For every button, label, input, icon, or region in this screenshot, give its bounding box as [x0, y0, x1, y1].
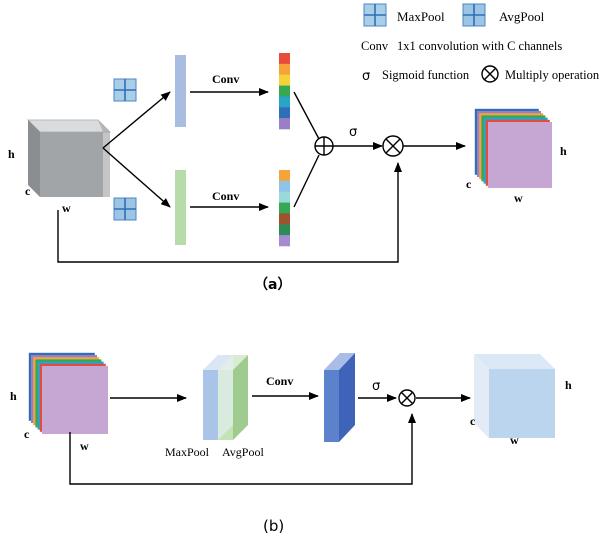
channel-weight-top-segment-7: [279, 118, 290, 130]
channel-weight-bottom-segment-7: [279, 235, 290, 247]
input-dim-w-a: w: [62, 201, 71, 215]
multiply-legend-icon: [481, 65, 499, 83]
output-dim-c-b: c: [470, 414, 476, 428]
skip-connection-a: [57, 162, 402, 263]
line-top-to-add: [293, 91, 320, 140]
caption-a: （a）: [254, 277, 291, 293]
input-dim-w-b: w: [80, 439, 89, 453]
avgpool-legend-icon: [462, 3, 486, 27]
input-dim-h-a: h: [8, 147, 15, 161]
output-stack-a-front-face: [488, 122, 552, 188]
channel-weights-bottom-a: [279, 170, 290, 247]
output-feature-cube-b: [474, 354, 555, 438]
arrow-cube-to-avgpool: [102, 147, 171, 208]
channel-weights-top-a: [279, 53, 290, 130]
multiply-operator-icon-a: [382, 135, 404, 157]
channel-weight-bottom-segment-5: [279, 213, 290, 225]
channel-weight-bottom-segment-4: [279, 202, 290, 214]
legend-maxpool-label: MaxPool: [397, 9, 445, 24]
legend: MaxPool AvgPool Conv 1x1 convolution wit…: [361, 3, 600, 84]
channel-weight-top-segment-1: [279, 53, 290, 65]
input-stack-b-front-face: [42, 366, 108, 434]
legend-avgpool-label: AvgPool: [499, 9, 545, 24]
output-dim-c-a: c: [466, 177, 472, 191]
channel-weight-top-segment-4: [279, 85, 290, 97]
channel-weight-top-segment-2: [279, 63, 290, 76]
multiply-operator-icon-b: [398, 389, 416, 407]
conv-label-bottom-a: Conv: [212, 189, 239, 203]
output-dim-h-b: h: [565, 378, 572, 392]
maxpool-label-b: MaxPool: [165, 445, 210, 459]
output-dim-w-b: w: [510, 433, 519, 447]
skip-connection-b: [69, 413, 416, 485]
channel-weight-bottom-segment-1: [279, 170, 290, 182]
channel-weight-bottom-segment-6: [279, 224, 290, 236]
conv-label-top-a: Conv: [212, 72, 239, 86]
input-dim-c-a: c: [25, 184, 31, 198]
line-bottom-to-add: [293, 154, 320, 208]
output-feature-stack-a: [474, 108, 552, 188]
input-feature-stack-b: [28, 352, 108, 434]
legend-conv-abbrev: Conv: [361, 39, 389, 53]
avgpool-icon-a: [113, 197, 137, 221]
maxpool-icon-a: [113, 78, 137, 102]
channel-weight-top-segment-3: [279, 74, 290, 86]
channel-weight-top-segment-5: [279, 96, 290, 108]
channel-weight-bottom-segment-3: [279, 191, 290, 203]
part-a: h c w Conv Conv: [8, 53, 567, 293]
maxpool-vector-a: [175, 55, 186, 127]
spatial-attention-map-b: [324, 353, 355, 442]
avgpool-vector-a: [175, 170, 186, 245]
channel-weight-bottom-segment-2: [279, 180, 290, 193]
input-dim-c-b: c: [24, 427, 30, 441]
output-dim-w-a: w: [514, 191, 523, 205]
output-dim-h-a: h: [560, 144, 567, 158]
legend-conv-desc: 1x1 convolution with C channels: [397, 39, 562, 53]
legend-sigmoid-symbol: σ: [362, 69, 370, 84]
legend-multiply-desc: Multiply operation: [505, 68, 600, 82]
add-operator-icon: [314, 136, 334, 156]
input-dim-h-b: h: [10, 389, 17, 403]
sigma-label-a: σ: [349, 125, 357, 140]
sigma-label-b: σ: [372, 379, 380, 394]
caption-b: (b): [263, 517, 284, 535]
arrow-cube-to-maxpool: [102, 91, 171, 149]
channel-weight-top-segment-6: [279, 107, 290, 119]
conv-label-b: Conv: [266, 374, 293, 388]
part-b: h c w MaxPool AvgPool Conv σ: [10, 352, 572, 535]
pooled-maps-b: [203, 355, 248, 440]
avgpool-label-b: AvgPool: [222, 445, 264, 459]
maxpool-legend-icon: [363, 3, 387, 27]
legend-sigmoid-desc: Sigmoid function: [382, 68, 470, 82]
input-feature-cube-a: [26, 119, 112, 197]
